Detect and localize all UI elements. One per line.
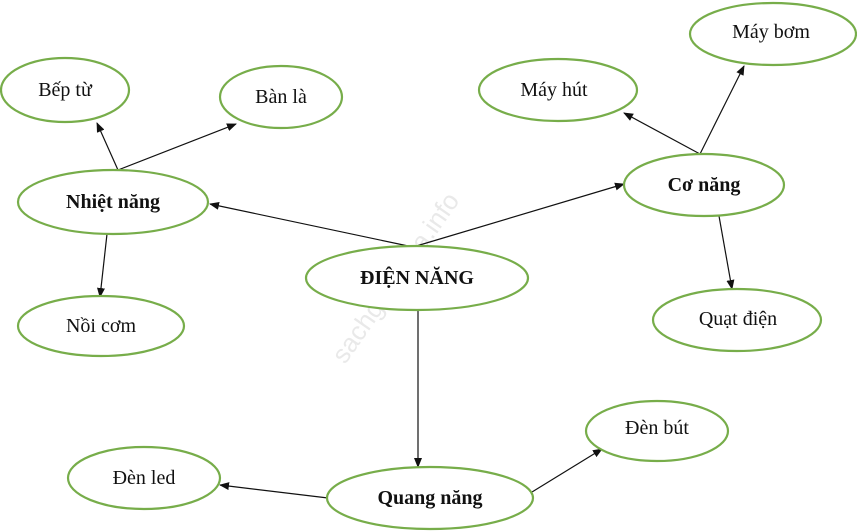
node-ban-la: Bàn là: [218, 64, 344, 130]
edge-co-nang-to-quat-dien: [718, 215, 735, 290]
edge-nhiet-nang-to-ban-la: [117, 123, 237, 171]
node-quat-dien-label: Quạt điện: [699, 308, 777, 330]
edge-quang-nang-to-den-led: [219, 482, 329, 499]
node-den-but: Đèn bút: [584, 399, 730, 463]
edge-co-nang-to-may-bom: [699, 65, 745, 155]
edge-quang-nang-to-den-but: [531, 448, 603, 493]
node-bep-tu: Bếp từ: [0, 56, 131, 124]
node-den-led-label: Đèn led: [113, 467, 176, 489]
node-ban-la-label: Bàn là: [255, 86, 307, 108]
node-nhiet-nang-label: Nhiệt năng: [66, 191, 160, 213]
edge-nhiet-nang-to-noi-com: [97, 233, 108, 298]
edge-co-nang-to-may-hut: [623, 112, 701, 155]
edge-nhiet-nang-to-bep-tu: [96, 122, 119, 171]
node-may-hut-label: Máy hút: [520, 79, 588, 101]
node-may-bom-label: Máy bơm: [732, 21, 810, 43]
node-noi-com: Nồi cơm: [16, 294, 186, 358]
node-bep-tu-label: Bếp từ: [38, 79, 93, 101]
edge-dien-nang-to-nhiet-nang: [209, 201, 414, 248]
node-may-hut: Máy hút: [477, 57, 639, 123]
edges: [96, 65, 745, 499]
node-quang-nang: Quang năng: [325, 465, 535, 531]
node-noi-com-label: Nồi cơm: [66, 315, 136, 337]
node-den-but-label: Đèn bút: [625, 417, 689, 439]
node-dien-nang-label: ĐIỆN NĂNG: [360, 265, 474, 289]
node-nhiet-nang: Nhiệt năng: [16, 168, 210, 236]
edge-dien-nang-to-co-nang: [412, 182, 625, 248]
node-co-nang: Cơ năng: [622, 152, 786, 218]
node-quang-nang-label: Quang năng: [377, 487, 482, 509]
node-dien-nang: ĐIỆN NĂNG: [304, 244, 530, 312]
node-quat-dien: Quạt điện: [651, 287, 823, 353]
node-may-bom: Máy bơm: [688, 1, 857, 67]
node-den-led: Đèn led: [66, 445, 222, 511]
node-co-nang-label: Cơ năng: [668, 174, 741, 196]
